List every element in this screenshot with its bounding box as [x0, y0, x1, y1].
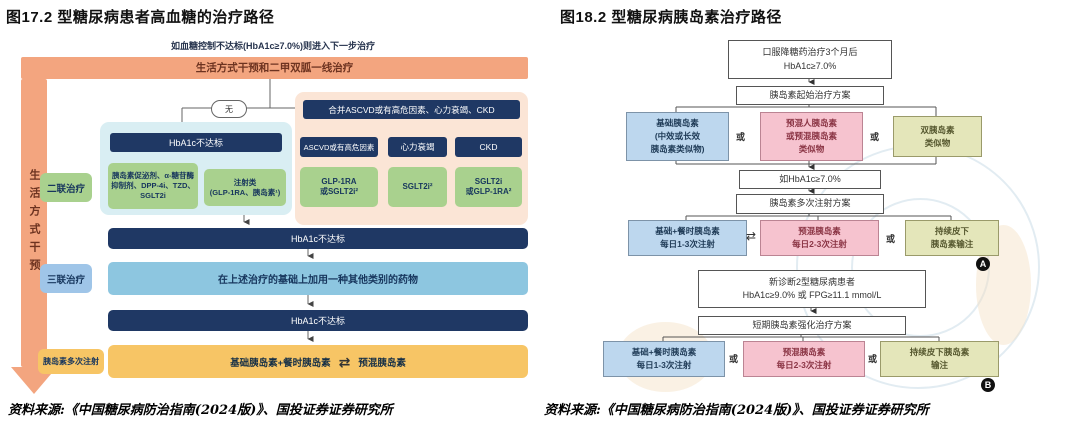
blood-glucose-note: 如血糖控制不达标(HbA1c≥7.0%)则进入下一步治疗 — [171, 41, 375, 51]
stage-triple-therapy-label: 三联治疗 — [40, 264, 92, 293]
left-flowchart: 如血糖控制不达标(HbA1c≥7.0%)则进入下一步治疗 生活方式干预和二甲双胍… — [8, 30, 532, 398]
or-label-1: 或 — [736, 132, 746, 142]
pathway-b-badge: B — [981, 378, 995, 392]
right-figure-title: 图18.2 型糖尿病胰岛素治疗路径 — [560, 9, 782, 26]
basal-insulin-box: 基础胰岛素 (中效或长效 胰岛素类似物) — [626, 112, 729, 161]
right-flowchart: 口服降糖药治疗3个月后 HbA1c≥7.0% 胰岛素起始治疗方案 基础胰岛素 (… — [556, 30, 1061, 398]
newly-diagnosed-box: 新诊断2型糖尿病患者 HbA1c≥9.0% 或 FPG≥11.1 mmol/L — [698, 270, 926, 308]
swap-arrows-icon: ⇄ — [338, 353, 351, 370]
basal-prandial-box-b: 基础+餐时胰岛素 每日1-3次注射 — [603, 341, 725, 377]
ascvd-header-bar: 合并ASCVD或有高危因素、心力衰竭、CKD — [303, 100, 520, 119]
heart-failure-drug-box: SGLT2i² — [388, 167, 447, 207]
lifestyle-intervention-bar: 生活方式干预 — [21, 79, 47, 367]
ascvd-condition-bar: ASCVD或有高危因素 — [300, 137, 378, 157]
oral-drugs-option-box: 胰岛素促泌剂、α-糖苷酶抑制剂、DPP-4i、TZD、SGLT2i — [108, 163, 198, 209]
basal-plus-prandial-label: 基础胰岛素+餐时胰岛素 — [230, 357, 331, 369]
premix-injection-box-b: 预混胰岛素 每日2-3次注射 — [743, 341, 865, 377]
right-source-note: 资料来源:《中国糖尿病防治指南(2024版)》、国投证券证券研究所 — [544, 403, 929, 418]
hba1c-not-at-goal-header: HbA1c不达标 — [110, 133, 282, 152]
not-at-goal-bar-2: HbA1c不达标 — [108, 310, 528, 331]
triple-therapy-bar: 在上述治疗的基础上加用一种其他类别的药物 — [108, 262, 528, 295]
ascvd-drug-box: GLP-1RA 或SGLT2i² — [300, 167, 378, 207]
first-line-therapy-bar: 生活方式干预和二甲双胍一线治疗 — [21, 57, 528, 79]
multi-injection-plan-box: 胰岛素多次注射方案 — [736, 194, 884, 214]
insulin-regimen-bar: 基础胰岛素+餐时胰岛素 ⇄ 预混胰岛素 — [108, 345, 528, 378]
or-label-5: 或 — [868, 354, 878, 364]
oral-drug-start-box: 口服降糖药治疗3个月后 HbA1c≥7.0% — [728, 40, 892, 79]
no-comorbidity-oval: 无 — [211, 100, 247, 118]
heart-failure-condition-bar: 心力衰竭 — [388, 137, 447, 157]
ckd-condition-bar: CKD — [455, 137, 522, 157]
or-label-4: 或 — [729, 354, 739, 364]
left-source-note: 资料来源:《中国糖尿病防治指南(2024版)》、国投证券证券研究所 — [8, 403, 393, 418]
if-not-at-goal-box: 如HbA1c≥7.0% — [739, 170, 881, 189]
stage-multi-injection-label: 胰岛素多次注射 — [38, 349, 104, 374]
left-figure-title: 图17.2 型糖尿病患者高血糖的治疗路径 — [6, 9, 275, 26]
premix-human-insulin-box: 预混人胰岛素 或预混胰岛素 类似物 — [760, 112, 863, 161]
premix-insulin-label: 预混胰岛素 — [358, 357, 406, 369]
initial-insulin-plan-box: 胰岛素起始治疗方案 — [736, 86, 884, 105]
injection-option-box: 注射类 (GLP-1RA、胰岛素¹) — [204, 169, 286, 206]
premix-injection-box-a: 预混胰岛素 每日2-3次注射 — [760, 220, 879, 256]
swap-arrows-icon-right: ⇄ — [746, 229, 757, 243]
or-label-3: 或 — [886, 234, 896, 244]
ckd-drug-box: SGLT2i 或GLP-1RA² — [455, 167, 522, 207]
dual-insulin-analog-box: 双胰岛素 类似物 — [893, 116, 982, 157]
pathway-a-badge: A — [976, 257, 990, 271]
csii-box-a: 持续皮下 胰岛素输注 — [905, 220, 999, 256]
or-label-2: 或 — [870, 132, 880, 142]
csii-box-b: 持续皮下胰岛素 输注 — [880, 341, 999, 377]
stage-dual-therapy-label: 二联治疗 — [40, 173, 92, 202]
basal-prandial-box-a: 基础+餐时胰岛素 每日1-3次注射 — [628, 220, 747, 256]
lifestyle-intervention-label: 生活方式干预 — [28, 169, 40, 277]
intensive-plan-box: 短期胰岛素强化治疗方案 — [698, 316, 906, 335]
not-at-goal-bar-1: HbA1c不达标 — [108, 228, 528, 249]
